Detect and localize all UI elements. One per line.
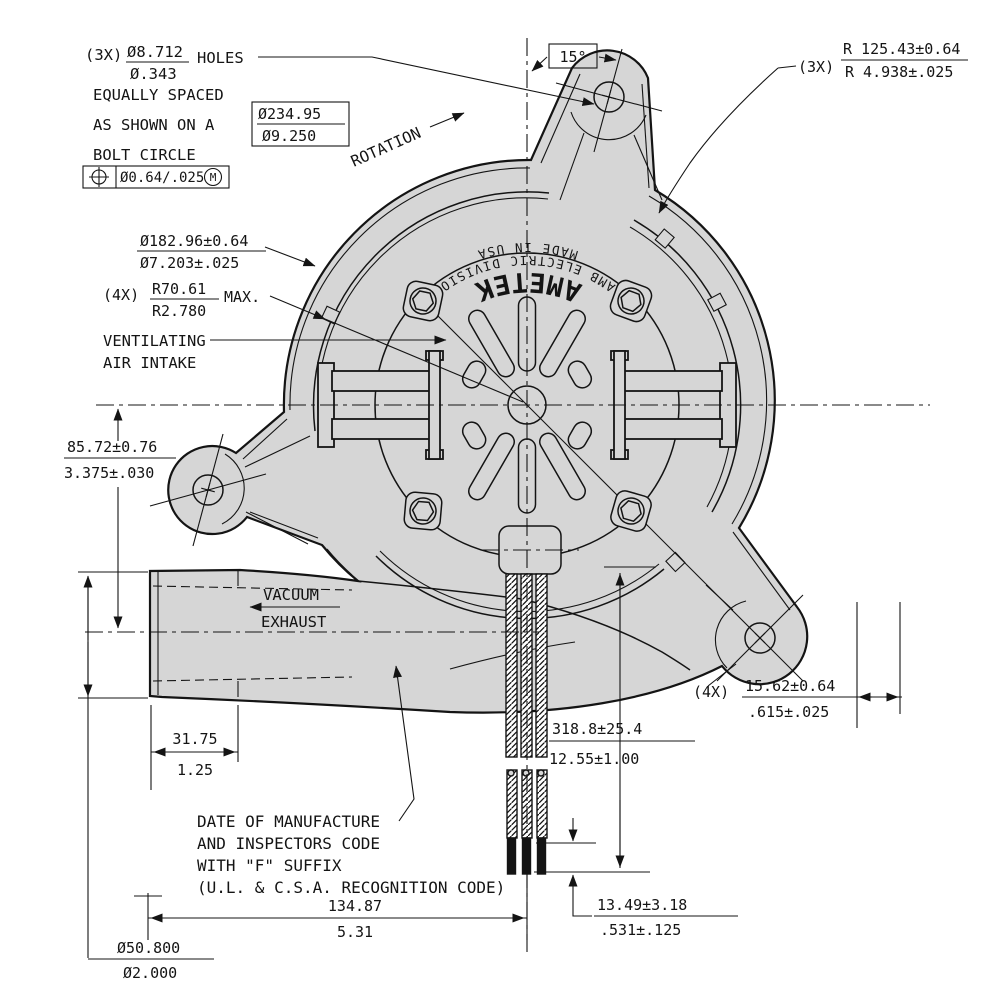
stripped-wire-end [506,837,517,875]
mounting-hole-top [593,81,625,113]
offset-in: 3.375±.030 [64,464,154,482]
mmc-letter: M [210,171,217,184]
ear-radius-mm: R 125.43±0.64 [843,40,960,58]
terminal-box [481,525,579,575]
slot-radius-dimension: (4X) R70.61 R2.780 MAX. [103,280,524,403]
holes-line2: EQUALLY SPACED [93,86,224,104]
intake-dia-mm: Ø182.96±0.64 [140,232,248,250]
gdt-frame: Ø0.64/.025 M [82,165,230,189]
ventilation-slots [461,296,593,514]
vent-slot-long [468,309,515,378]
lead-length-mm: 318.8±25.4 [552,720,642,738]
blower-body: MADE IN USA LAMB ELECTRIC DIVISION AMETE… [148,48,809,875]
strip-mm: 13.49±3.18 [597,896,687,914]
manufacture-note: DATE OF MANUFACTURE AND INSPECTORS CODE … [197,665,505,897]
rotation-label: ROTATION [348,124,424,171]
hex-bolt [402,280,444,322]
vent-slot-bean [461,421,487,450]
ear-radius-dimension: (3X) R 125.43±0.64 R 4.938±.025 [658,40,968,214]
intake-dia-in: Ø7.203±.025 [140,254,239,272]
hex-bolt [403,491,443,531]
mounting-ears-detail [149,48,804,687]
mmc-symbol-icon [203,167,223,187]
overall-in: 5.31 [337,923,373,941]
slot-radius-in: R2.780 [152,302,206,320]
angle-value: 15° [559,48,586,66]
vent-slot-bean [567,421,593,450]
hex-bolts [402,279,653,532]
note-line4: (U.L. & C.S.A. RECOGNITION CODE) [197,878,505,897]
bolt-hole-diagonal-centerline [414,292,804,682]
taper-mm: 31.75 [172,730,217,748]
holes-callout: (3X) Ø8.712 Ø.343 HOLES EQUALLY SPACED A… [85,43,595,164]
hex-bolt [610,490,652,532]
rotation-callout: ROTATION [348,112,465,171]
ear-radius-qty: (3X) [798,58,834,76]
vent-slot-bean [461,360,487,389]
lead-length-in: 12.55±1.00 [549,750,639,768]
rotation-arrow [429,112,465,128]
overall-mm: 134.87 [328,897,382,915]
vent-slot-long [538,432,586,501]
holes-leader [258,56,595,107]
note-line1: DATE OF MANUFACTURE [197,812,380,831]
note-line3: WITH "F" SUFFIX [197,856,342,875]
holes-qty: (3X) [85,46,122,64]
exhaust-callout: VACUUM EXHAUST [249,586,340,631]
ear-thickness-in: .615±.025 [748,703,829,721]
strip-dimension: 13.49±3.18 .531±.125 [536,818,738,939]
vent-callout: VENTILATING AIR INTAKE [103,332,447,372]
note-line2: AND INSPECTORS CODE [197,834,380,853]
ear-radius-leader [658,67,779,214]
slot-radius-mm: R70.61 [152,280,206,298]
position-symbol-icon [89,167,109,187]
lead-length-dimension: 318.8±25.4 12.55±1.00 [534,566,695,873]
vent-slot-long [539,309,586,378]
exhaust-dia-in: Ø2.000 [123,964,177,982]
slot-radius-suffix: MAX. [224,288,260,306]
slot-radius-qty: (4X) [103,286,139,304]
vent-slot-long [468,432,515,501]
intake-dia-dimension: Ø182.96±0.64 Ø7.203±.025 [137,232,316,272]
gdt-tolerance: Ø0.64/.025 [120,170,204,186]
vent-line2: AIR INTAKE [103,354,196,372]
exhaust-line1: VACUUM [263,586,319,604]
overall-dimension: 134.87 5.31 [134,874,528,941]
ear-thickness-qty: (4X) [693,683,729,701]
offset-dimension: 85.72±0.76 3.375±.030 [64,408,176,629]
bolt-circle-dimension: Ø234.95 Ø9.250 [251,101,350,147]
taper-dimension: 31.75 1.25 [150,705,239,790]
blower-silhouette [148,49,809,714]
holes-line4: BOLT CIRCLE [93,146,196,164]
offset-mm: 85.72±0.76 [67,438,157,456]
ear-thickness-mm: 15.62±0.64 [745,677,835,695]
bolt-circle-mm: Ø234.95 [258,105,321,123]
mounting-hole-left [192,474,224,506]
stripped-wire-end [536,837,547,875]
taper-in: 1.25 [177,761,213,779]
ear-radius-in: R 4.938±.025 [845,63,953,81]
centerlines [85,38,930,956]
holes-mm: Ø8.712 [127,43,183,61]
mounting-hole-bottom-right [744,622,776,654]
angle-dimension: 15° [531,43,617,72]
exhaust-line2: EXHAUST [261,613,326,631]
bolt-circle-in: Ø9.250 [262,127,316,145]
ear-thickness-dimension: (4X) 15.62±0.64 .615±.025 [693,602,902,728]
strip-in: .531±.125 [600,921,681,939]
exhaust-dia-mm: Ø50.800 [117,939,180,957]
hex-bolt [609,279,653,323]
vent-line1: VENTILATING [103,332,206,350]
vent-slot-bean [567,360,593,389]
holes-word: HOLES [197,49,244,67]
housing-rim-rings [289,167,768,620]
holes-in: Ø.343 [130,65,177,83]
exhaust-dia-dimension: Ø50.800 Ø2.000 [78,571,214,982]
holes-line3: AS SHOWN ON A [93,116,215,134]
